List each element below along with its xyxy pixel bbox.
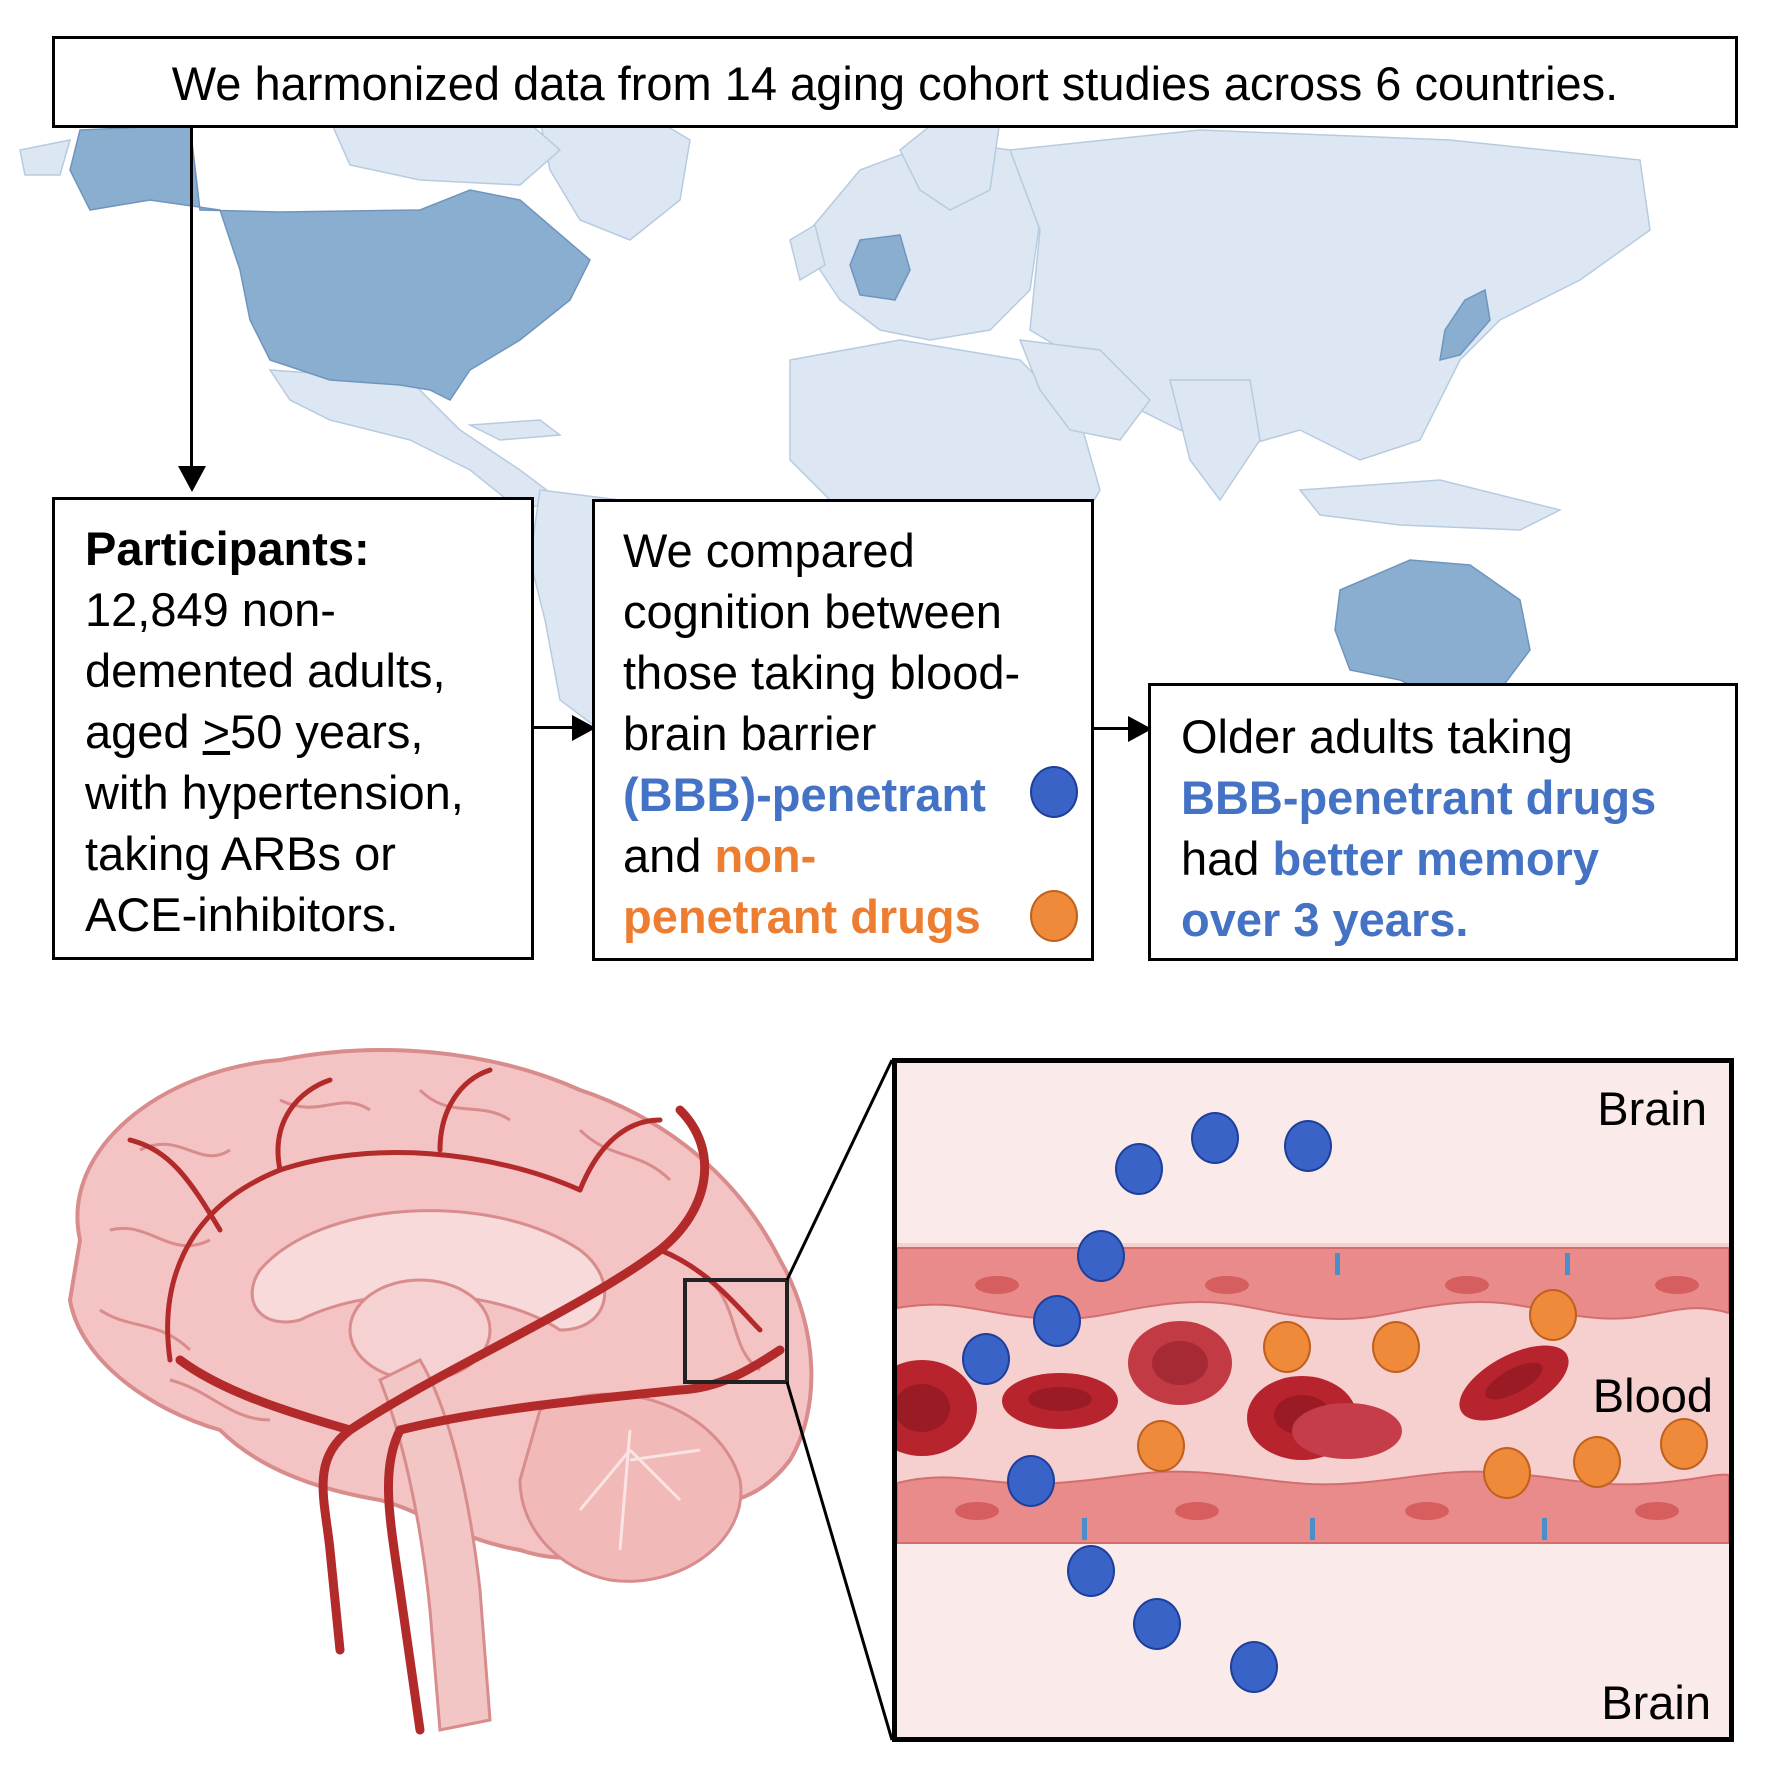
non-penetrant-drug-particle — [1483, 1447, 1531, 1499]
participants-line-5: taking ARBs or — [85, 827, 396, 880]
penetrant-drug-particle — [1007, 1455, 1055, 1507]
penetrant-drug-particle — [1284, 1120, 1332, 1172]
result-box: Older adults taking BBB-penetrant drugs … — [1148, 683, 1738, 961]
result-line-3-pre: had — [1181, 832, 1273, 885]
compare-line-6-orange: non- — [714, 829, 817, 882]
blood-label: Blood — [1592, 1369, 1713, 1422]
down-arrow-line — [190, 128, 193, 468]
participants-title: Participants: — [85, 522, 370, 575]
penetrant-drug-particle — [1191, 1112, 1239, 1164]
japan-highlight — [1439, 288, 1491, 362]
upper-endothelium — [897, 1247, 1729, 1320]
brain-label-bottom: Brain — [1601, 1676, 1711, 1729]
penetrant-drug-particle — [962, 1333, 1010, 1385]
penetrant-drug-particle — [1033, 1295, 1081, 1347]
non-penetrant-drug-particle — [1372, 1321, 1420, 1373]
alaska-tip — [19, 139, 72, 176]
result-line-2: BBB-penetrant drugs — [1181, 771, 1657, 824]
germany-highlight — [849, 234, 911, 301]
compare-line-1: We compared — [623, 524, 915, 577]
right-arrow-head-icon-1 — [572, 715, 596, 741]
non-penetrant-drug-particle — [1529, 1289, 1577, 1341]
participants-line-1: 12,849 non- — [85, 583, 336, 636]
penetrant-drug-particle — [1133, 1598, 1181, 1650]
non-penetrant-drug-particle — [1263, 1321, 1311, 1373]
bbb-inset: Brain Blood Brain — [892, 1058, 1734, 1742]
compare-line-4: brain barrier — [623, 707, 877, 760]
zoom-region-box — [683, 1278, 789, 1384]
penetrant-drug-particle — [1115, 1143, 1163, 1195]
result-line-1: Older adults taking — [1181, 710, 1573, 763]
non-penetrant-drug-particle — [1660, 1418, 1708, 1470]
participants-line-4: with hypertension, — [85, 766, 464, 819]
brain-illustration — [67, 1048, 814, 1735]
corpus-callosum — [250, 1209, 607, 1332]
compare-line-6: and non- — [623, 825, 1020, 886]
caribbean — [467, 419, 563, 441]
india — [1169, 379, 1261, 502]
right-arrow-line-1 — [534, 726, 574, 729]
compare-box: We compared cognition between those taki… — [592, 499, 1094, 961]
result-line-3-blue: better memory — [1272, 832, 1599, 885]
brain-label-top: Brain — [1597, 1082, 1707, 1135]
red-blood-cells — [897, 1321, 1569, 1460]
compare-line-3: those taking blood- — [623, 646, 1021, 699]
header-box: We harmonized data from 14 aging cohort … — [52, 36, 1738, 128]
right-arrow-head-icon-2 — [1128, 716, 1152, 742]
compare-line-7: penetrant drugs — [623, 890, 981, 943]
compare-line-2: cognition between — [623, 585, 1002, 638]
participants-line-3-pre: aged — [85, 705, 203, 758]
participants-line-3-post: 50 years, — [230, 705, 424, 758]
non-penetrant-drug-particle — [1137, 1420, 1185, 1472]
cerebellum — [518, 1392, 743, 1583]
result-line-4: over 3 years. — [1181, 893, 1469, 946]
penetrant-drug-particle — [1077, 1230, 1125, 1282]
greater-equal-symbol: > — [202, 705, 231, 758]
participants-box: Participants: 12,849 non- demented adult… — [52, 497, 534, 960]
participants-line-3: aged >50 years, — [85, 701, 464, 762]
right-arrow-line-2 — [1094, 727, 1130, 730]
compare-line-6-pre: and — [623, 829, 715, 882]
participants-line-6: ACE-inhibitors. — [85, 888, 399, 941]
participants-line-2: demented adults, — [85, 644, 446, 697]
blue-circle-icon — [1030, 766, 1078, 818]
result-line-3: had better memory — [1181, 828, 1656, 889]
down-arrow-head-icon — [178, 466, 206, 492]
header-text: We harmonized data from 14 aging cohort … — [171, 57, 1619, 110]
penetrant-drug-particle — [1067, 1545, 1115, 1597]
north-america-highlight — [69, 124, 591, 401]
orange-circle-icon — [1030, 890, 1078, 942]
indonesia — [1298, 479, 1563, 531]
middle-east — [1018, 339, 1151, 441]
penetrant-drug-particle — [1230, 1641, 1278, 1693]
compare-line-5: (BBB)-penetrant — [623, 768, 986, 821]
cerebral-arteries — [175, 1105, 785, 1735]
uk — [789, 223, 826, 282]
non-penetrant-drug-particle — [1573, 1436, 1621, 1488]
